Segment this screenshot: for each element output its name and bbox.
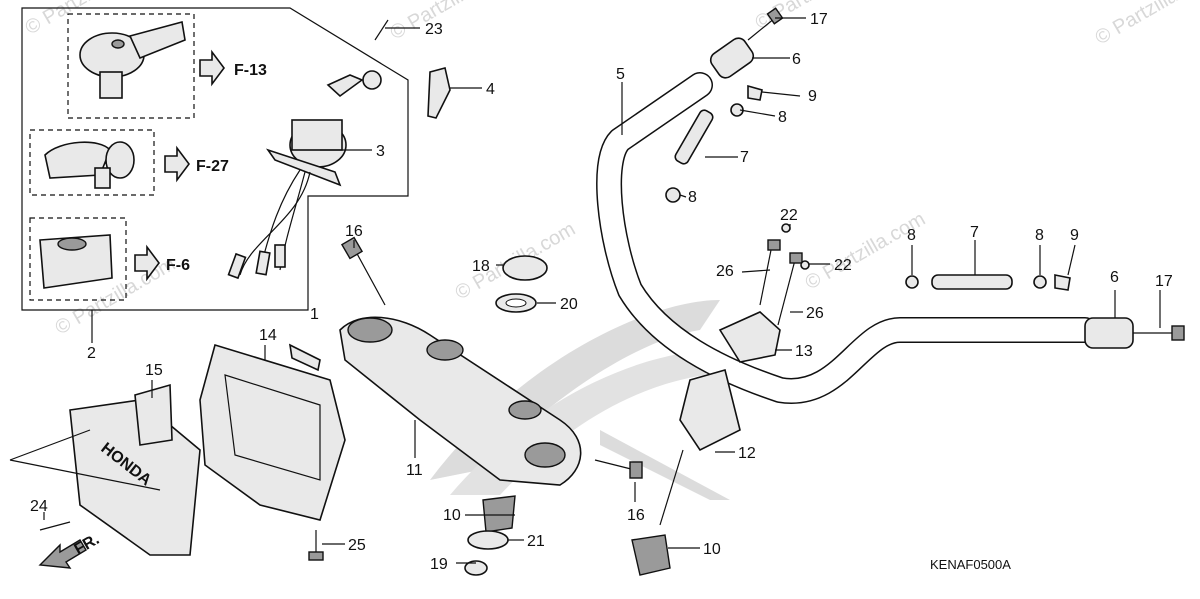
dashed-box-f6	[29, 217, 127, 301]
callout-22a: 22	[780, 207, 798, 224]
callout-24: 24	[30, 498, 48, 515]
callout-7a: 7	[740, 149, 749, 166]
callout-8b: 8	[688, 189, 697, 206]
callout-10b: 10	[703, 541, 721, 558]
callout-17b: 17	[1155, 273, 1173, 290]
bar-end-weights	[709, 37, 1134, 349]
ignition-switch-group: F-13 F-27 F-6	[21, 7, 451, 311]
leader-lines	[9, 17, 1161, 564]
callout-21: 21	[527, 533, 545, 550]
callout-18: 18	[472, 258, 490, 275]
arrow-right-icon	[134, 49, 225, 282]
dashed-box-f27	[29, 129, 155, 196]
callout-1: 1	[310, 306, 319, 323]
callout-labels: 1 2 3 4 5 6 6 7 7 8 8 8 8 9 9 10 10 11 1…	[30, 11, 1173, 573]
cover: HONDA	[69, 383, 201, 556]
callout-4: 4	[486, 81, 495, 98]
handlebar	[596, 72, 1098, 404]
callout-20: 20	[560, 296, 578, 313]
watermark: © Partzilla.com	[22, 0, 150, 39]
ref-f27: F-27	[196, 158, 229, 175]
callout-9b: 9	[1070, 227, 1079, 244]
callout-6b: 6	[1110, 269, 1119, 286]
callout-23: 23	[425, 21, 443, 38]
callout-5: 5	[616, 66, 625, 83]
callout-16a: 16	[345, 223, 363, 240]
callout-25: 25	[348, 537, 366, 554]
callout-17a: 17	[810, 11, 828, 28]
callout-7b: 7	[970, 224, 979, 241]
callout-26a: 26	[716, 263, 734, 280]
callout-11: 11	[406, 462, 423, 479]
diagram-code: KENAF0500A	[930, 557, 1011, 572]
watermark: © Partzilla.com	[1092, 0, 1200, 49]
callout-14: 14	[259, 327, 277, 344]
callout-8d: 8	[1035, 227, 1044, 244]
ref-f13: F-13	[234, 62, 267, 79]
callout-3: 3	[376, 143, 385, 160]
small-bolts	[39, 521, 324, 561]
callout-26b: 26	[806, 305, 824, 322]
lower-holder	[659, 369, 741, 526]
callout-13: 13	[795, 343, 813, 360]
callout-12: 12	[738, 445, 756, 462]
callout-9a: 9	[808, 88, 817, 105]
callout-15: 15	[145, 362, 163, 379]
inner-weights	[665, 84, 1071, 291]
callout-16b: 16	[627, 507, 645, 524]
watermark: © Partzilla.com	[387, 0, 515, 44]
callout-8c: 8	[907, 227, 916, 244]
bolts	[374, 7, 1185, 341]
callout-6a: 6	[792, 51, 801, 68]
callout-19: 19	[430, 556, 448, 573]
callout-22b: 22	[834, 257, 852, 274]
front-arrow-icon: FR.	[38, 531, 102, 569]
callout-8a: 8	[778, 109, 787, 126]
bracket-assembly	[199, 343, 346, 521]
callout-10a: 10	[443, 507, 461, 524]
dashed-box-f13	[67, 13, 195, 119]
top-bridge	[339, 236, 671, 576]
ref-f6: F-6	[166, 257, 190, 274]
upper-holder	[718, 223, 810, 363]
callout-2: 2	[87, 345, 96, 362]
